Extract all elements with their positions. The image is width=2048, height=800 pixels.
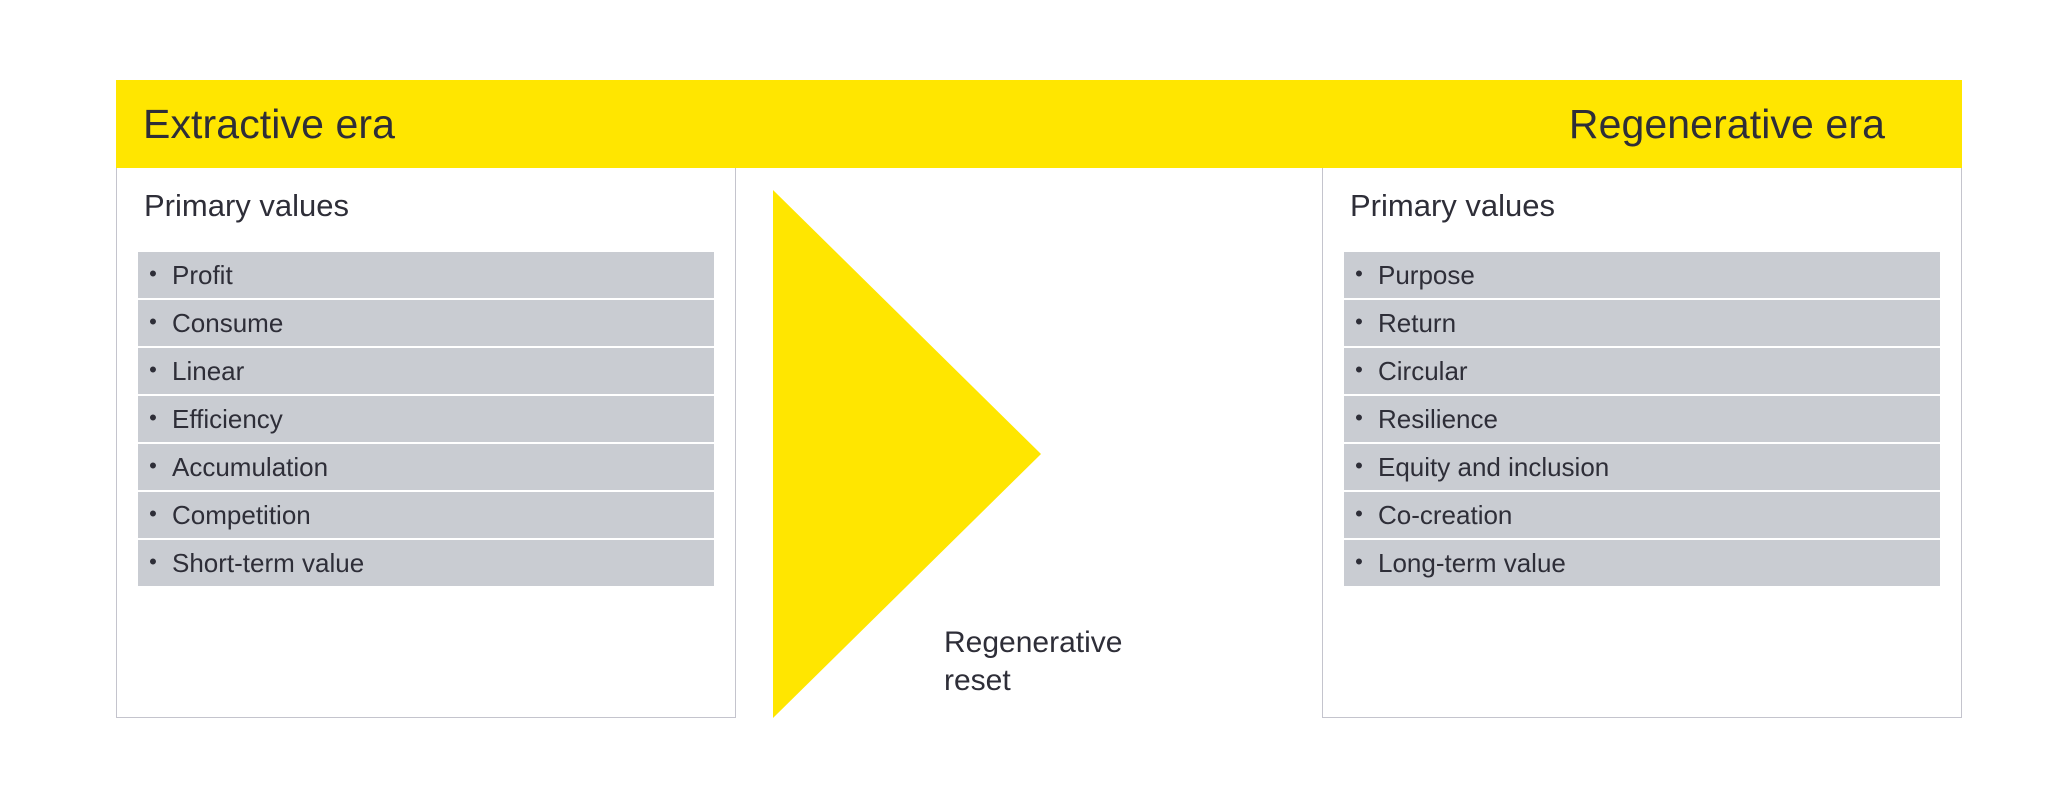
extractive-era-title: Extractive era bbox=[143, 101, 396, 147]
left-value-list: • Profit • Consume • Linear • Efficiency • Accumu… bbox=[138, 252, 714, 588]
right-primary-values-heading: Primary values bbox=[1350, 188, 1555, 223]
right-value-item-row: • Co-creation bbox=[1344, 492, 1940, 538]
left-value-item-row: • Consume bbox=[138, 300, 714, 346]
right-value-item-label: Co-creation bbox=[1378, 499, 1513, 530]
left-value-item-row: • Efficiency bbox=[138, 396, 714, 442]
bullet-icon: • bbox=[1355, 501, 1363, 526]
left-value-item-row: • Linear bbox=[138, 348, 714, 394]
left-value-item-label: Consume bbox=[172, 307, 284, 338]
right-triangle-arrow-icon bbox=[773, 190, 1041, 718]
left-value-item-row: • Competition bbox=[138, 492, 714, 538]
regenerative-era-title: Regenerative era bbox=[1568, 101, 1885, 147]
extractive-era-panel: Primary values • Profit • Consume • Linear • Ef… bbox=[116, 168, 736, 718]
bullet-icon: • bbox=[1355, 405, 1363, 430]
bullet-icon: • bbox=[1355, 549, 1363, 574]
right-value-item-label: Return bbox=[1378, 307, 1457, 338]
right-value-item-label: Resilience bbox=[1378, 403, 1498, 434]
right-value-item-row: • Purpose bbox=[1344, 252, 1940, 298]
right-value-item-row: • Equity and inclusion bbox=[1344, 444, 1940, 490]
left-value-item-label: Efficiency bbox=[172, 403, 283, 434]
right-value-item-row: • Return bbox=[1344, 300, 1940, 346]
right-value-item-row: • Circular bbox=[1344, 348, 1940, 394]
bullet-icon: • bbox=[149, 261, 157, 286]
right-value-list: • Purpose • Return • Circular • Resilience • Equi… bbox=[1344, 252, 1940, 588]
bullet-icon: • bbox=[149, 453, 157, 478]
regenerative-era-panel: Primary values •Purpose•Return•Circular•… bbox=[1322, 168, 1962, 718]
left-value-item-label: Linear bbox=[172, 355, 245, 386]
bullet-icon: • bbox=[1355, 357, 1363, 382]
bullet-icon: • bbox=[149, 309, 157, 334]
right-value-item-label: Long-term value bbox=[1378, 547, 1566, 578]
right-value-item-label: Equity and inclusion bbox=[1378, 451, 1610, 482]
left-value-item-label: Accumulation bbox=[172, 451, 329, 482]
right-value-item-label: Purpose bbox=[1378, 259, 1475, 290]
left-value-item-label: Profit bbox=[172, 259, 233, 290]
right-value-item-row: • Resilience bbox=[1344, 396, 1940, 442]
bullet-icon: • bbox=[149, 357, 157, 382]
bullet-icon: • bbox=[1355, 453, 1363, 478]
left-value-item-row: • Accumulation bbox=[138, 444, 714, 490]
bullet-icon: • bbox=[149, 501, 157, 526]
bullet-icon: • bbox=[149, 405, 157, 430]
left-value-item-row: • Profit bbox=[138, 252, 714, 298]
reset-caption-line-1: Regenerative bbox=[944, 626, 1123, 659]
regenerative-reset-arrow bbox=[773, 190, 1041, 718]
header-band: Extractive era Regenerative era bbox=[116, 80, 1962, 168]
right-value-item-label: Circular bbox=[1378, 355, 1468, 386]
reset-caption-line-2: reset bbox=[944, 664, 1011, 698]
left-primary-values-heading: Primary values bbox=[144, 188, 349, 223]
bullet-icon: • bbox=[149, 549, 157, 574]
left-value-item-label: Short-term value bbox=[172, 547, 365, 578]
left-value-item-label: Competition bbox=[172, 499, 311, 530]
right-value-item-row: • Long-term value bbox=[1344, 540, 1940, 586]
bullet-icon: • bbox=[1355, 261, 1363, 286]
bullet-icon: • bbox=[1355, 309, 1363, 334]
regenerative-reset-caption: Regenerative reset bbox=[944, 624, 1214, 700]
left-value-item-row: • Short-term value bbox=[138, 540, 714, 586]
